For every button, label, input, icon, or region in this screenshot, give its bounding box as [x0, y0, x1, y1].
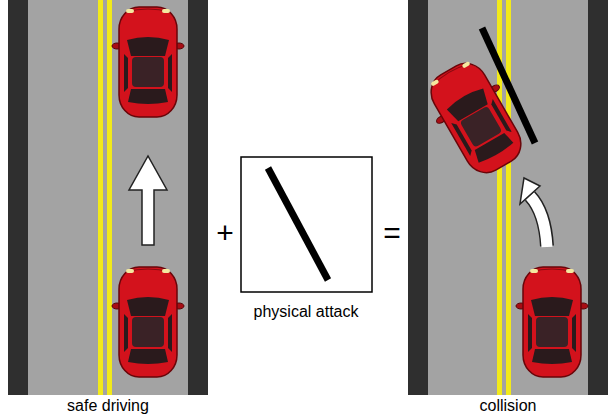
panel-caption: safe driving — [67, 397, 149, 415]
panel-caption: collision — [480, 397, 537, 415]
equals-sign: = — [383, 216, 401, 249]
plus-sign: + — [216, 216, 234, 249]
attack-caption: physical attack — [254, 303, 359, 321]
